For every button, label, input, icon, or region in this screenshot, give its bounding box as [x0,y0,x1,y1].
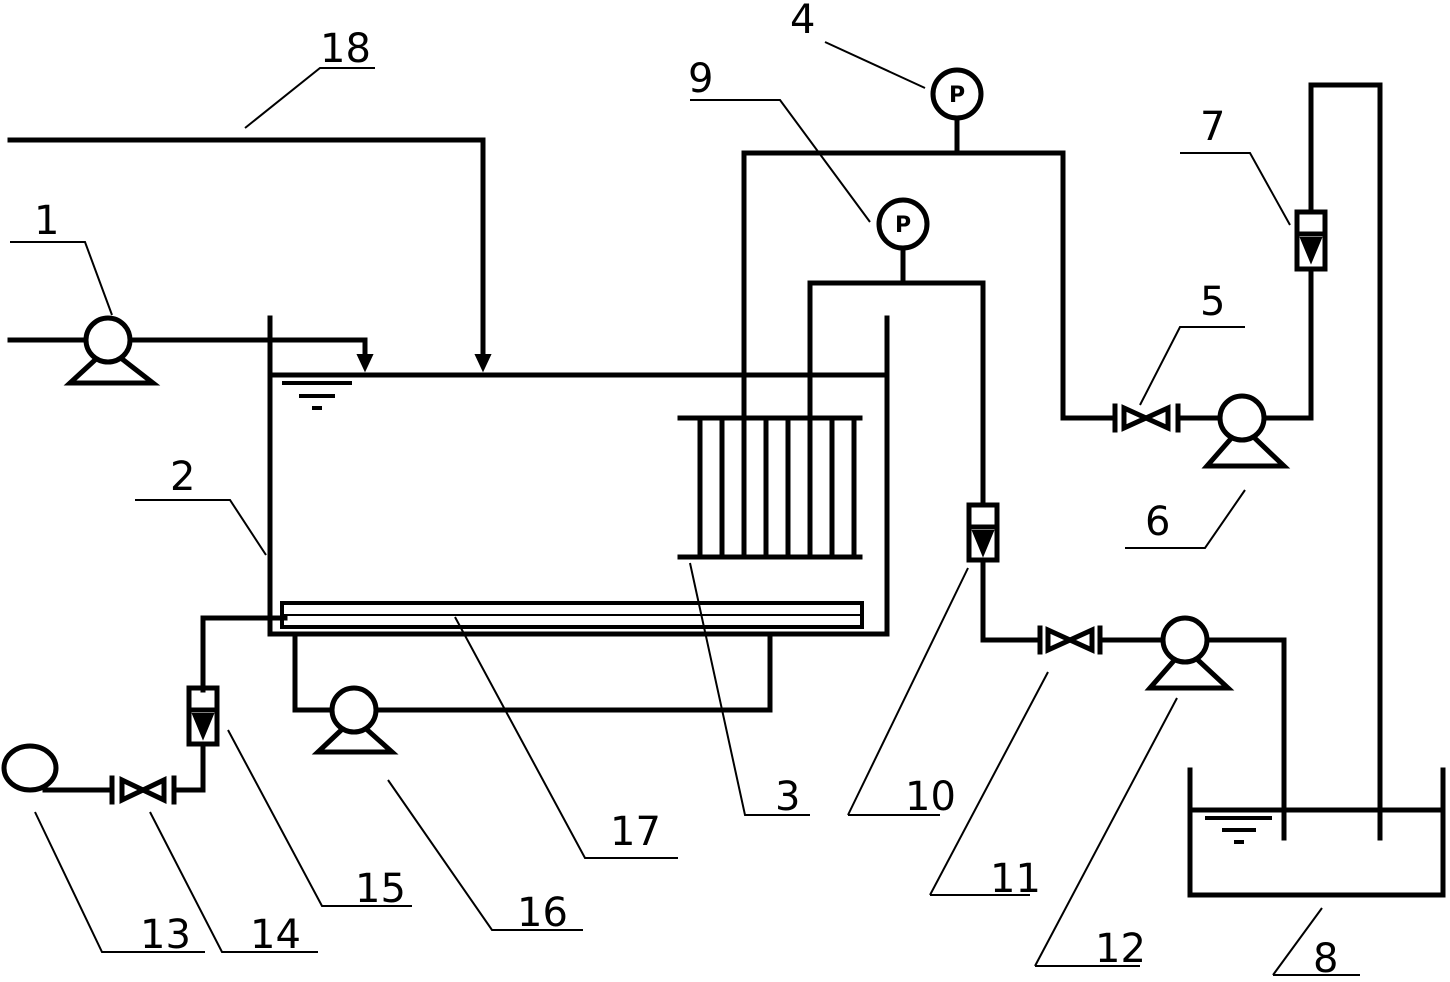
callout-3: 3 [775,774,800,820]
callout-17: 17 [610,809,661,855]
callout-5: 5 [1200,279,1225,325]
callout-6: 6 [1145,499,1170,545]
callout-10: 10 [905,774,956,820]
callout-15: 15 [355,866,406,912]
air-supply-line [1,615,288,805]
feed-line-18 [7,137,492,373]
circulation-pump-16 [292,631,773,755]
tank-8-water-level-icon [1205,816,1272,844]
inlet-pump-1 [7,315,374,386]
pressure-gauge-4: P [930,67,984,121]
callout-labels: 1 2 3 4 5 6 7 8 9 10 11 12 13 14 15 16 1… [34,0,1338,982]
suction-pump-12 [1160,615,1210,665]
gauge-9-letter: P [895,213,911,238]
callout-8: 8 [1313,936,1338,982]
valve-5 [1121,404,1153,432]
callout-2: 2 [170,454,195,500]
pressure-gauge-9: P [876,197,930,251]
gauge-4-letter: P [949,83,965,108]
aeration-diffuser-17 [280,601,864,629]
backwash-pump-6 [1217,393,1267,443]
callout-13: 13 [140,912,191,958]
callout-14: 14 [250,912,301,958]
valve-11 [1045,626,1077,654]
callout-9: 9 [688,56,713,102]
permeate-tank-8 [1187,767,1446,898]
permeate-line-lower: P [807,197,1287,841]
callout-18: 18 [320,26,371,72]
flowmeter-7 [1294,209,1328,272]
flowmeter-10 [966,502,1000,563]
backwash-line-upper: P [741,67,1383,841]
bioreactor-tank-2 [267,315,890,637]
air-valve-14 [119,776,149,804]
callout-7: 7 [1200,104,1225,150]
callout-12: 12 [1095,926,1146,972]
leader-lines [10,41,1360,976]
water-level-icon [282,381,352,410]
air-flowmeter-15 [186,685,220,747]
callout-16: 16 [517,890,568,936]
callout-4: 4 [790,0,815,43]
callout-11: 11 [990,856,1041,902]
air-blower-13 [1,743,59,793]
callout-1: 1 [34,198,59,244]
membrane-module-3 [677,415,863,560]
